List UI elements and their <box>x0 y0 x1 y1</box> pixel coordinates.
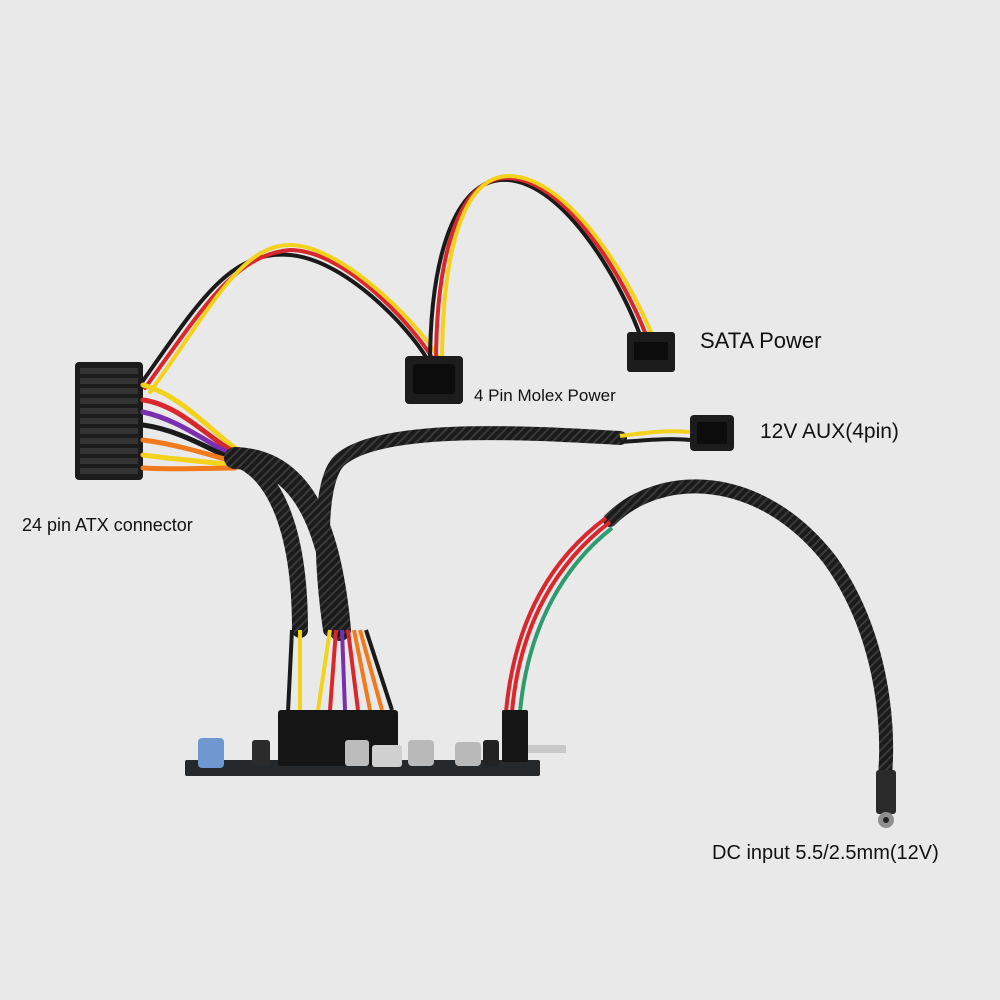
dc-jack <box>876 770 896 828</box>
aux-power-label: 12V AUX(4pin) <box>760 420 899 443</box>
sata-molex-cable <box>138 173 654 394</box>
atx-connector-label: 24 pin ATX connector <box>22 515 193 535</box>
pcb-wire-fanout <box>286 629 394 713</box>
braided-sleeves <box>224 426 894 782</box>
sata-power-label: SATA Power <box>700 328 822 353</box>
pico-psu-board <box>185 710 566 776</box>
dc-input-label: DC input 5.5/2.5mm(12V) <box>712 842 939 864</box>
molex-connector <box>405 356 463 404</box>
aux-cable <box>619 429 691 444</box>
dc-input-wires <box>504 516 614 713</box>
sata-connector <box>627 332 675 372</box>
aux-4pin-connector <box>690 415 734 451</box>
molex-power-label: 4 Pin Molex Power <box>474 386 616 405</box>
atx-24pin-connector <box>75 362 143 480</box>
atx-wire-bundle <box>140 382 238 472</box>
